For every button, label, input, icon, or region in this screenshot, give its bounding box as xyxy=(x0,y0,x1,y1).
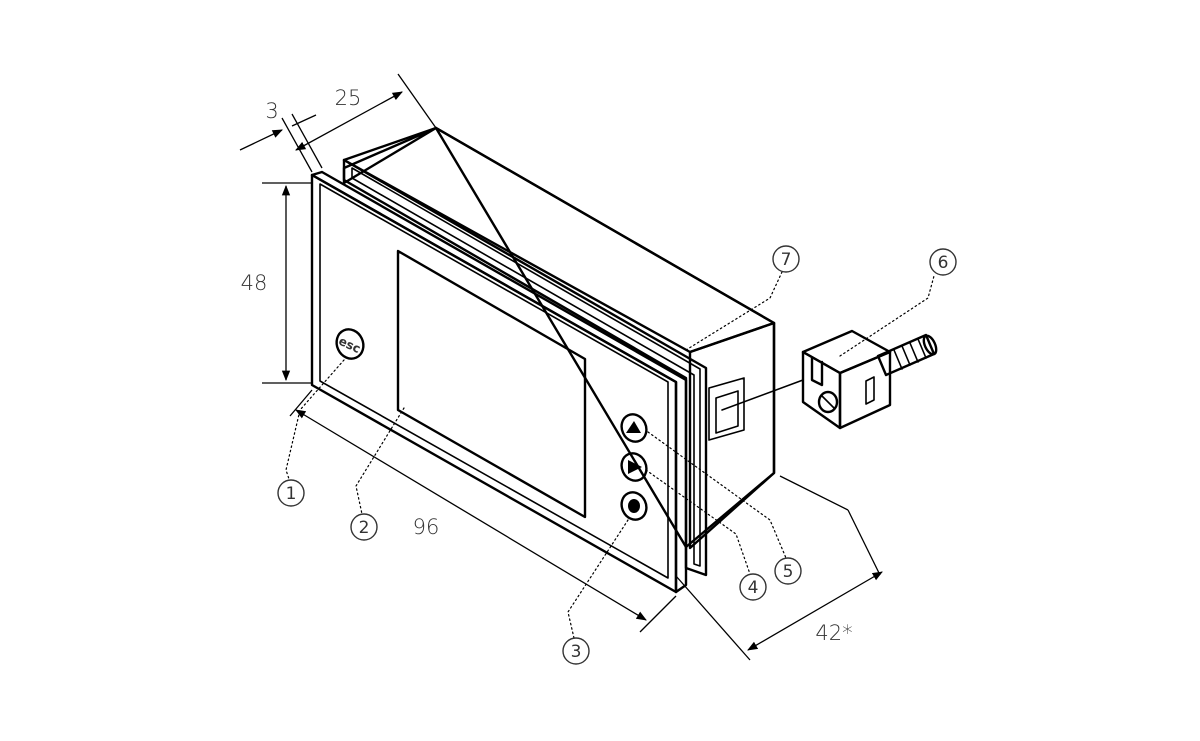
callout-2-label: 2 xyxy=(359,518,370,538)
callout-1: 1 xyxy=(277,479,305,507)
callout-6: 6 xyxy=(929,248,957,276)
callout-4-label: 4 xyxy=(748,578,759,598)
dimension-connector-depth: 42* xyxy=(675,475,883,661)
callout-5-label: 5 xyxy=(783,562,794,582)
callout-leaders xyxy=(285,271,935,639)
callout-7: 7 xyxy=(772,245,800,273)
callout-4: 4 xyxy=(739,573,767,601)
dimension-height: 48 xyxy=(241,182,312,384)
front-bezel xyxy=(310,170,688,594)
plug-alignment-line xyxy=(721,379,804,411)
dimension-width: 96 xyxy=(289,389,677,633)
dimension-body-depth-label: 25 xyxy=(335,86,362,110)
housing-body xyxy=(342,126,776,550)
dimension-bezel-depth-label: 3 xyxy=(265,99,278,123)
dimension-height-label: 48 xyxy=(241,271,268,295)
esc-button: esc xyxy=(335,328,365,360)
dimension-body-depth: 25 xyxy=(295,73,437,151)
dimension-width-label: 96 xyxy=(413,515,440,539)
callout-3-label: 3 xyxy=(571,642,582,662)
callout-5: 5 xyxy=(774,557,802,585)
dimension-connector-depth-label: 42* xyxy=(815,621,852,645)
callout-3: 3 xyxy=(562,637,590,665)
connector-plug xyxy=(801,329,938,430)
enter-button xyxy=(620,491,648,521)
dimension-bezel-depth: 3 xyxy=(239,99,323,173)
callout-7-label: 7 xyxy=(781,250,792,270)
callout-6-label: 6 xyxy=(938,253,949,273)
display-window xyxy=(396,249,587,519)
callout-1-label: 1 xyxy=(286,484,297,504)
callout-2: 2 xyxy=(350,513,378,541)
